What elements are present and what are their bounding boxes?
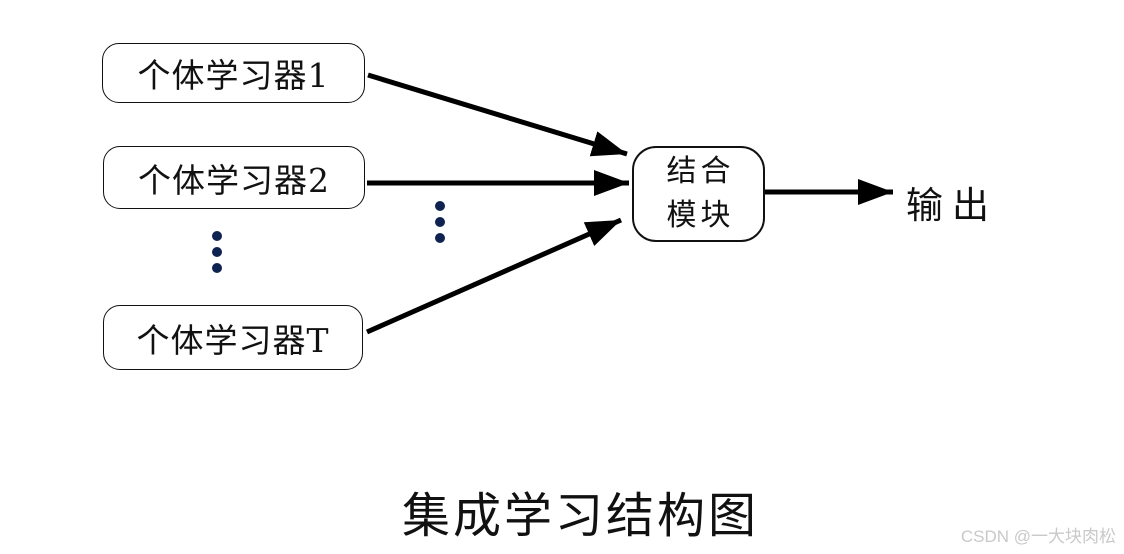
node-individual-learner-1: 个体学习器1 bbox=[102, 43, 365, 103]
dot bbox=[435, 233, 445, 243]
dot bbox=[435, 217, 445, 227]
dot bbox=[212, 247, 222, 257]
node-label: 个体学习器2 bbox=[138, 160, 330, 200]
node-label-line1: 结合 bbox=[666, 154, 735, 189]
dot bbox=[212, 263, 222, 273]
node-label: 个体学习器T bbox=[136, 320, 330, 360]
node-combine-module: 结合 模块 bbox=[632, 146, 765, 242]
node-label-line2: 模块 bbox=[666, 198, 735, 233]
node-individual-learner-2: 个体学习器2 bbox=[103, 146, 365, 209]
dot bbox=[435, 201, 445, 211]
dot bbox=[212, 231, 222, 241]
arrow-learner1-to-combiner bbox=[367, 72, 628, 157]
watermark: CSDN @一大块肉松 bbox=[960, 527, 1116, 546]
diagram-title: 集成学习结构图 bbox=[402, 488, 760, 544]
output-label: 输出 bbox=[906, 184, 998, 227]
ellipsis-dots-middle bbox=[435, 201, 445, 243]
node-label: 个体学习器1 bbox=[137, 56, 330, 95]
node-individual-learner-T: 个体学习器T bbox=[103, 305, 363, 370]
arrow-learnerT-to-combiner bbox=[365, 217, 623, 335]
ellipsis-dots-left bbox=[212, 231, 222, 273]
